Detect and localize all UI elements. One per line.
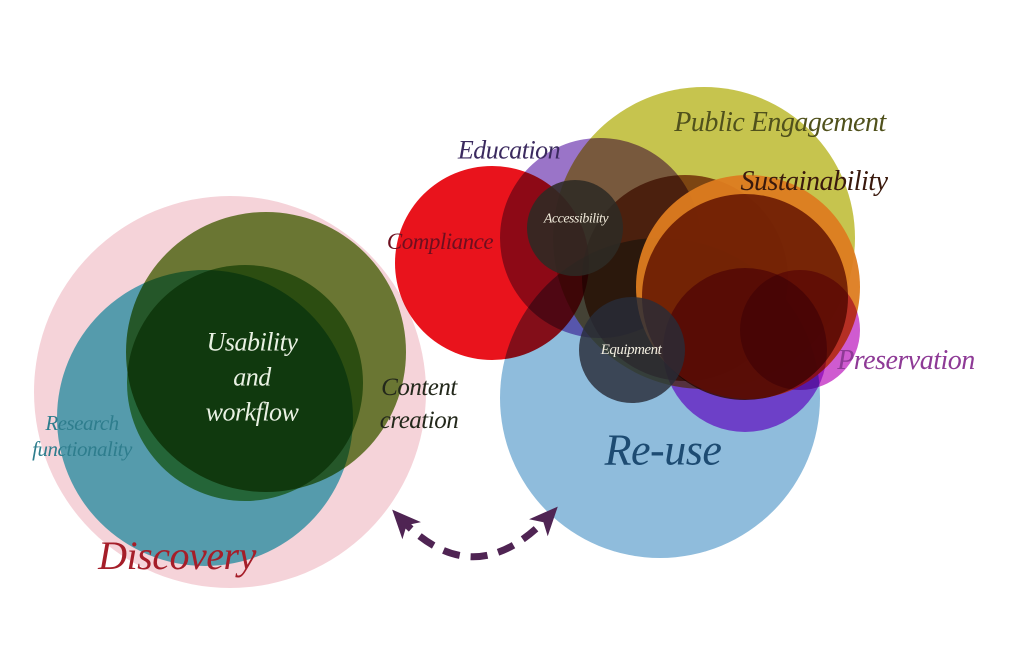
accessibility-circle [527, 180, 623, 276]
re-use-label: Re-use [604, 425, 722, 475]
dashed-arrow-path [392, 506, 558, 561]
equipment-circle [579, 297, 685, 403]
public-engagement-label: Public Engagement [674, 107, 886, 139]
preservation-circle [740, 270, 860, 390]
preservation-label: Preservation [837, 345, 975, 377]
compliance-label: Compliance [386, 229, 494, 255]
discovery-label: Discovery [98, 533, 256, 578]
education-label: Education [457, 135, 561, 165]
equipment-label: Equipment [600, 342, 662, 358]
accessibility-label: Accessibility [543, 211, 609, 227]
sustainability-label: Sustainability [740, 166, 889, 198]
usability-workflow-circle [127, 265, 363, 501]
